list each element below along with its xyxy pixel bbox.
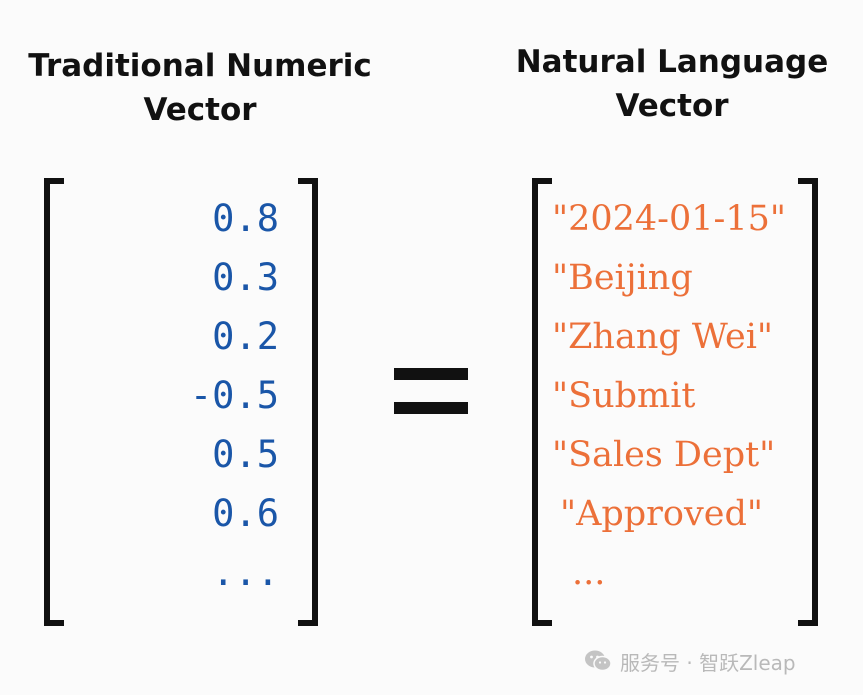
language-vector-title: Natural Language Vector xyxy=(472,40,863,128)
string-value: "2024-01-15" xyxy=(552,199,786,239)
string-ellipsis: ... xyxy=(572,553,606,593)
language-vector-close-bracket xyxy=(798,178,818,626)
numeric-value: -0.5 xyxy=(189,374,279,417)
numeric-value: 0.8 xyxy=(212,197,279,240)
equals-bar-bottom xyxy=(394,402,468,414)
wechat-icon xyxy=(585,650,612,672)
equals-sign xyxy=(394,368,468,414)
numeric-value: 0.5 xyxy=(212,433,279,476)
watermark: 服务号 · 智跃Zleap xyxy=(584,644,796,678)
language-vector-title-line1: Natural Language xyxy=(515,44,829,80)
string-value: "Sales Dept" xyxy=(552,435,776,475)
string-value: "Submit xyxy=(552,376,696,416)
numeric-value: 0.3 xyxy=(212,256,279,299)
numeric-value: 0.6 xyxy=(212,492,279,535)
string-value: "Beijing xyxy=(552,258,693,298)
numeric-vector-title: Traditional Numeric Vector xyxy=(0,44,400,132)
language-vector-open-bracket xyxy=(532,178,552,626)
numeric-vector-title-line2: Vector xyxy=(143,92,257,128)
string-value: "Approved" xyxy=(560,494,763,534)
numeric-vector-close-bracket xyxy=(298,178,318,626)
numeric-ellipsis: ... xyxy=(212,551,279,594)
numeric-vector-open-bracket xyxy=(44,178,64,626)
language-vector-title-line2: Vector xyxy=(615,88,729,124)
numeric-vector-title-line1: Traditional Numeric xyxy=(28,48,372,84)
watermark-text: 服务号 · 智跃Zleap xyxy=(620,650,796,675)
string-value: "Zhang Wei" xyxy=(552,317,774,357)
numeric-value: 0.2 xyxy=(212,315,279,358)
equals-bar-top xyxy=(394,368,468,380)
language-vector-values: "2024-01-15" "Beijing "Zhang Wei" "Submi… xyxy=(552,194,786,607)
numeric-vector-values: 0.8 0.3 0.2 -0.5 0.5 0.6 ... xyxy=(190,194,279,607)
